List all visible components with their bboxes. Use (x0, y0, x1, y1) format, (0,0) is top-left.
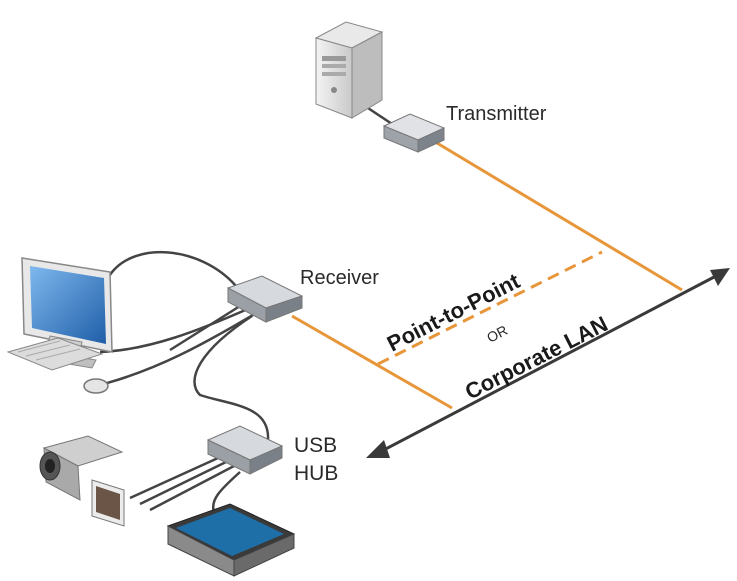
monitor-cable (106, 250, 237, 287)
usb-hub-label-line1: USB (294, 434, 337, 457)
or-label: OR (484, 322, 510, 346)
transmitter-label: Transmitter (446, 103, 547, 125)
corporate-lan-label: Corporate LAN (461, 311, 612, 404)
hub-to-camera-cable-2 (139, 460, 227, 506)
receiver-label: Receiver (300, 267, 379, 289)
usb-hub-label-line2: HUB (294, 462, 338, 485)
point-to-point-label: Point-to-Point (383, 268, 524, 357)
arrow-right-icon (710, 268, 730, 286)
point-to-point-dashed-link (377, 250, 603, 366)
orange-cables (291, 138, 683, 410)
network-line (366, 268, 730, 458)
hub-to-scanner-cable (211, 471, 241, 513)
mouse-cable (95, 310, 259, 388)
receiver-cable-1 (169, 304, 241, 352)
usb-hub-icon (206, 425, 284, 475)
camcorder-icon (39, 435, 125, 527)
transmitter-cable (431, 138, 683, 292)
transmitter-box-icon (382, 113, 446, 153)
monitor-icon (21, 257, 113, 369)
receiver-to-hub-cable (193, 314, 270, 441)
scanner-icon (166, 503, 296, 577)
mouse-icon (83, 378, 109, 394)
hub-to-camera-cable-3 (149, 464, 235, 512)
receiver-box-icon (226, 275, 304, 323)
arrow-left-icon (366, 440, 390, 458)
hub-to-camera-cable-1 (129, 456, 219, 500)
computer-tower-icon (314, 21, 384, 119)
receiver-cable (291, 314, 453, 410)
keyboard-icon (6, 337, 104, 371)
keyboard-cable (99, 306, 251, 354)
